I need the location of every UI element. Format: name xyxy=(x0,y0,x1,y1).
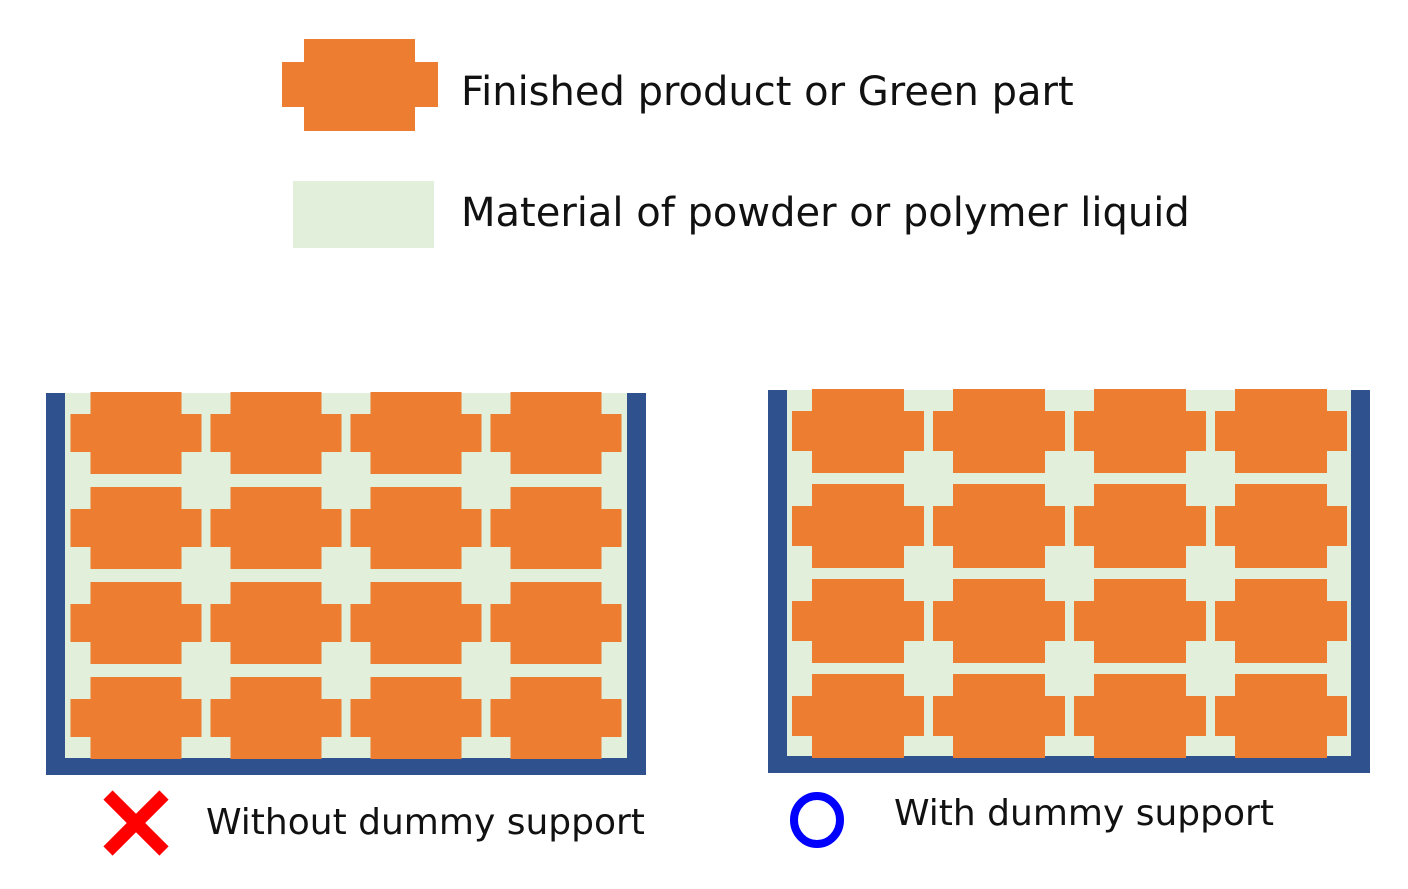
product-part xyxy=(792,389,924,473)
product-part xyxy=(1215,389,1347,473)
product-part xyxy=(792,484,924,568)
dummy-support-segment xyxy=(801,663,818,673)
panel-without-dummy-support xyxy=(46,392,646,775)
product-part xyxy=(210,392,342,474)
cross-icon xyxy=(103,790,169,856)
dummy-support-segment xyxy=(1116,568,1162,578)
product-part xyxy=(70,487,202,569)
product-part xyxy=(490,392,622,474)
dummy-support-segment xyxy=(1322,568,1337,578)
product-part xyxy=(350,392,482,474)
dummy-support-segment xyxy=(1258,568,1304,578)
product-part xyxy=(490,677,622,759)
dummy-support-segment xyxy=(836,663,882,673)
dummy-support-segment xyxy=(1258,663,1304,673)
product-part xyxy=(350,582,482,664)
product-part xyxy=(350,487,482,569)
dummy-support-segment xyxy=(976,568,1022,578)
legend-label-material: Material of powder or polymer liquid xyxy=(461,190,1190,236)
product-part xyxy=(210,582,342,664)
product-part xyxy=(70,392,202,474)
dummy-support-segment xyxy=(801,568,818,578)
product-part xyxy=(1215,484,1347,568)
dummy-support-segment xyxy=(1116,663,1162,673)
legend-label-product: Finished product or Green part xyxy=(461,69,1074,115)
dummy-support-segment xyxy=(1322,663,1337,673)
product-part xyxy=(1074,674,1206,758)
product-part xyxy=(350,677,482,759)
product-part xyxy=(1074,579,1206,663)
circle-icon xyxy=(790,792,844,848)
dummy-support-segment xyxy=(976,663,1022,673)
dummy-support-segment xyxy=(1322,473,1337,483)
product-part xyxy=(792,674,924,758)
legend-product-swatch xyxy=(282,39,438,131)
container-wall-right xyxy=(1351,390,1370,773)
caption-with-dummy-support: With dummy support xyxy=(894,793,1274,834)
caption-without-dummy-support: Without dummy support xyxy=(206,802,645,843)
product-part xyxy=(70,582,202,664)
dummy-support-segment xyxy=(836,568,882,578)
container-floor xyxy=(768,756,1370,773)
product-part xyxy=(1074,484,1206,568)
product-part xyxy=(210,677,342,759)
dummy-support-segment xyxy=(1116,473,1162,483)
product-part xyxy=(210,487,342,569)
product-part xyxy=(1074,389,1206,473)
product-part xyxy=(933,389,1065,473)
product-grid xyxy=(70,392,622,759)
product-part xyxy=(490,582,622,664)
product-part xyxy=(933,674,1065,758)
dummy-support-segment xyxy=(801,473,818,483)
container-wall-left xyxy=(46,393,65,775)
dummy-supports xyxy=(801,473,1337,673)
panel-with-dummy-support xyxy=(768,389,1370,773)
container-floor xyxy=(46,758,646,775)
product-part xyxy=(792,579,924,663)
product-part xyxy=(490,487,622,569)
dummy-support-segment xyxy=(976,473,1022,483)
dummy-support-segment xyxy=(836,473,882,483)
product-part xyxy=(933,579,1065,663)
product-grid xyxy=(792,389,1347,758)
container-wall-left xyxy=(768,390,787,773)
dummy-support-segment xyxy=(1258,473,1304,483)
product-part xyxy=(70,677,202,759)
product-part xyxy=(933,484,1065,568)
container-wall-right xyxy=(627,393,646,775)
product-part xyxy=(1215,674,1347,758)
legend-material-swatch xyxy=(293,181,434,248)
product-part xyxy=(1215,579,1347,663)
